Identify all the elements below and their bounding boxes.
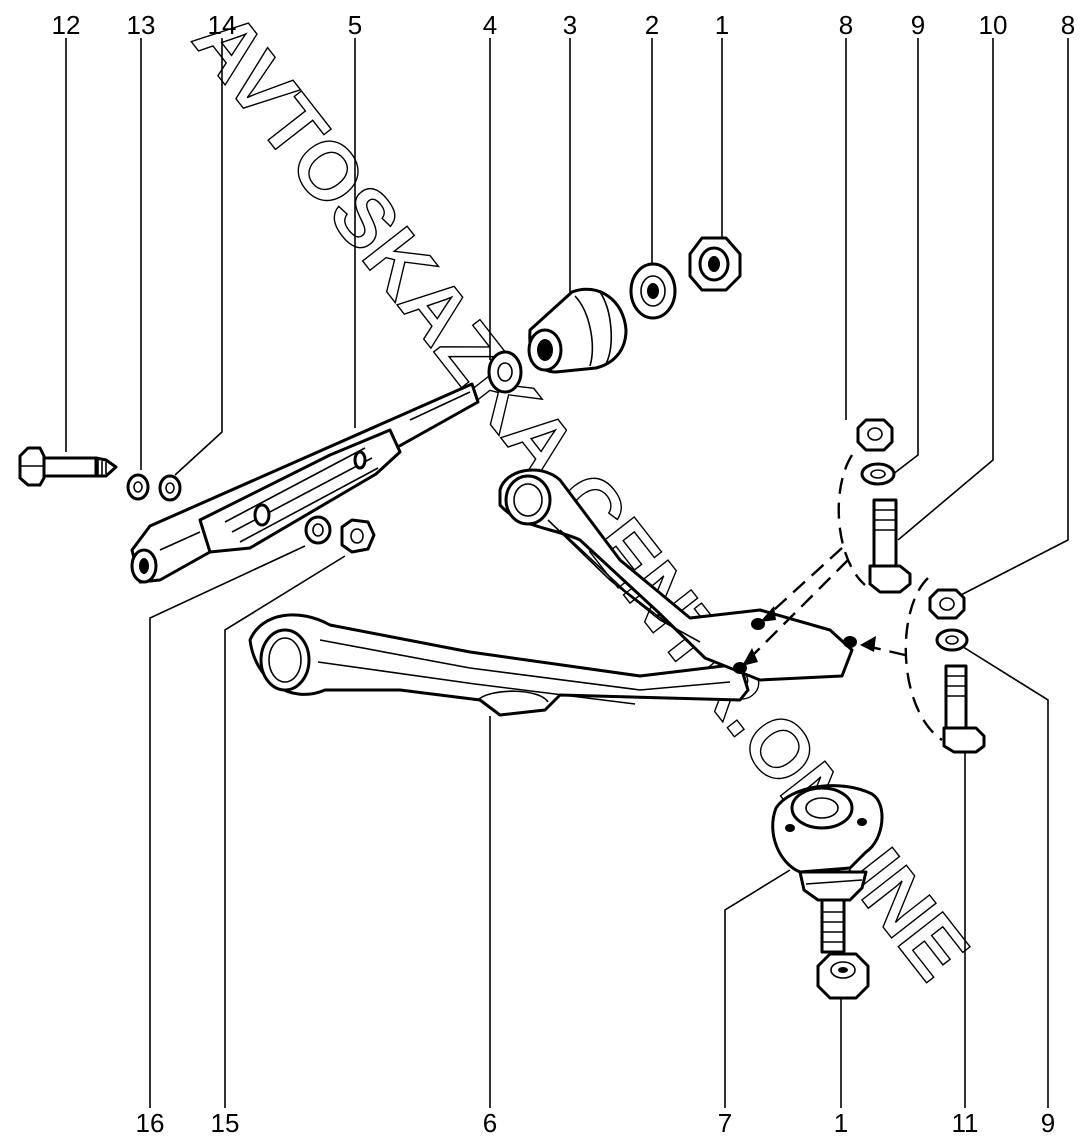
callout-16: 16	[136, 1108, 165, 1138]
bolt-10	[868, 498, 912, 594]
nut-15	[340, 518, 376, 554]
callout-5: 5	[348, 10, 362, 40]
callout-2: 2	[645, 10, 659, 40]
washer-14	[158, 474, 182, 502]
leader-lines	[65, 38, 1069, 1108]
callout-10: 10	[979, 10, 1008, 40]
washer-13	[126, 473, 150, 501]
spring-washer-16	[304, 515, 332, 545]
nut-8-right	[928, 588, 966, 620]
washer-4	[487, 350, 523, 394]
bushing-3	[527, 287, 628, 374]
callout-8-left: 8	[839, 10, 853, 40]
bolt-12	[18, 446, 118, 487]
washer-2	[629, 262, 677, 320]
control-arm-6	[248, 468, 857, 717]
callout-1-top: 1	[715, 10, 729, 40]
callout-11: 11	[952, 1108, 979, 1138]
assembly-direction-marks	[742, 454, 943, 741]
bolt-11	[942, 664, 986, 754]
spring-washer-9-bottom	[935, 628, 969, 652]
spring-washer-9-top	[860, 462, 896, 486]
nut-1-top	[688, 236, 742, 292]
callout-9-top: 9	[911, 10, 925, 40]
callout-4: 4	[483, 10, 497, 40]
callout-15: 15	[211, 1108, 240, 1138]
callout-8-right: 8	[1061, 10, 1075, 40]
callout-13: 13	[127, 10, 156, 40]
callout-6: 6	[483, 1108, 497, 1138]
callout-labels: 12 13 14 5 4 3 2 1 8 9 10 8 16 15 6 7 1 …	[52, 10, 1076, 1138]
axle-shaft-5	[130, 382, 480, 584]
callout-3: 3	[563, 10, 577, 40]
ball-joint-7	[771, 784, 884, 954]
callout-12: 12	[52, 10, 81, 40]
nut-1-bottom	[816, 952, 870, 1000]
callout-14: 14	[208, 10, 237, 40]
callout-7: 7	[718, 1108, 732, 1138]
callout-1-bottom: 1	[834, 1108, 848, 1138]
nut-8-left	[856, 418, 894, 452]
callout-9-bottom: 9	[1041, 1108, 1055, 1138]
